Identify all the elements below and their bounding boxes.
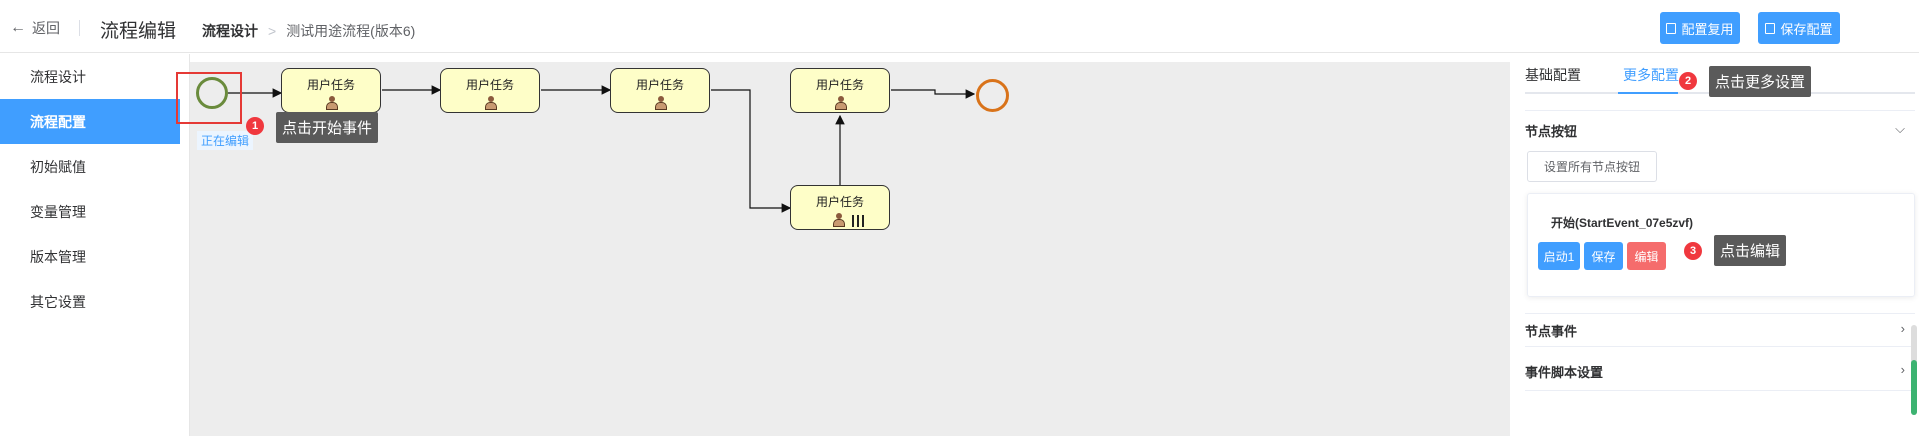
back-button[interactable]: ← 返回 — [10, 18, 60, 38]
section-divider — [1525, 313, 1915, 314]
back-label: 返回 — [32, 20, 60, 36]
tab-more-config[interactable]: 更多配置 — [1623, 67, 1679, 83]
event-script-header[interactable]: 事件脚本设置 › — [1525, 362, 1915, 381]
sidebar: 流程设计 流程配置 初始赋值 变量管理 版本管理 其它设置 — [0, 54, 180, 436]
save-config-button[interactable]: 保存配置 — [1758, 12, 1840, 44]
node-title: 开始(StartEvent_07e5zvf) — [1551, 216, 1694, 230]
editing-tag: 正在编辑 — [197, 131, 254, 150]
user-icon — [485, 96, 497, 110]
diagram-canvas[interactable] — [190, 62, 1510, 436]
breadcrumb: 流程设计 > 测试用途流程(版本6) — [202, 21, 415, 41]
sidebar-item-variable-management[interactable]: 变量管理 — [30, 203, 86, 220]
title-divider — [79, 20, 80, 36]
task-label: 用户任务 — [815, 78, 864, 92]
copy-icon — [1666, 22, 1677, 34]
arrow-left-icon: ← — [10, 19, 26, 36]
reuse-config-button[interactable]: 配置复用 — [1660, 12, 1740, 44]
callout-1-number: 1 — [246, 117, 264, 135]
task-label: 用户任务 — [815, 195, 864, 209]
sidebar-item-initial-assignment[interactable]: 初始赋值 — [30, 158, 86, 175]
task-label: 用户任务 — [635, 78, 684, 92]
user-icon — [655, 96, 667, 110]
sidebar-item-version-management[interactable]: 版本管理 — [30, 248, 86, 265]
sidebar-item-process-design[interactable]: 流程设计 — [30, 68, 86, 85]
user-task-5-multi-instance[interactable]: 用户任务 — [790, 185, 890, 230]
task-label: 用户任务 — [465, 78, 514, 92]
node-events-title: 节点事件 — [1525, 324, 1578, 339]
callout-2-text: 点击更多设置 — [1709, 66, 1812, 97]
breadcrumb-process-name: 测试用途流程(版本6) — [286, 23, 416, 39]
active-tab-indicator — [1618, 92, 1678, 94]
top-header: ← 返回 流程编辑 流程设计 > 测试用途流程(版本6) 配置复用 保存配置 — [0, 0, 1919, 53]
breadcrumb-current: 流程设计 — [202, 23, 258, 39]
save-config-label: 保存配置 — [1780, 21, 1833, 37]
event-script-title: 事件脚本设置 — [1525, 365, 1604, 380]
start-event-highlight — [176, 72, 242, 124]
canvas-top-strip — [190, 54, 1510, 62]
flow-task4-to-end — [891, 89, 976, 99]
reuse-config-label: 配置复用 — [1681, 21, 1734, 37]
section-divider — [1525, 390, 1915, 391]
sidebar-item-process-config[interactable]: 流程配置 — [0, 99, 180, 144]
tab-basic-config[interactable]: 基础配置 — [1525, 67, 1581, 83]
sidebar-divider — [189, 54, 190, 436]
user-icon — [835, 96, 847, 110]
parallel-multi-instance-icon — [852, 215, 864, 227]
end-event[interactable] — [976, 79, 1009, 112]
set-all-node-buttons-button[interactable]: 设置所有节点按钮 — [1527, 151, 1657, 182]
start-button[interactable]: 启动1 — [1538, 242, 1580, 270]
node-buttons-header[interactable]: 节点按钮 ⌵ — [1525, 121, 1915, 140]
save-button[interactable]: 保存 — [1584, 242, 1623, 270]
scrollbar-thumb[interactable] — [1911, 360, 1917, 415]
breadcrumb-separator: > — [268, 23, 277, 39]
section-divider — [1525, 110, 1915, 111]
node-buttons-title: 节点按钮 — [1525, 124, 1578, 139]
start-event[interactable] — [196, 77, 228, 109]
user-task-1[interactable]: 用户任务 — [281, 68, 381, 113]
user-task-4[interactable]: 用户任务 — [790, 68, 890, 113]
user-task-2[interactable]: 用户任务 — [440, 68, 540, 113]
node-events-header[interactable]: 节点事件 › — [1525, 321, 1915, 340]
callout-3-text: 点击编辑 — [1714, 235, 1787, 266]
sidebar-item-other-settings[interactable]: 其它设置 — [30, 293, 86, 310]
document-icon — [1765, 22, 1776, 34]
node-button-card — [1527, 193, 1915, 297]
callout-2-number: 2 — [1679, 72, 1697, 90]
callout-3-number: 3 — [1684, 242, 1702, 260]
task-label: 用户任务 — [306, 78, 355, 92]
page-title: 流程编辑 — [100, 21, 177, 42]
callout-1-text: 点击开始事件 — [276, 112, 379, 143]
chevron-down-icon: ⌵ — [1895, 121, 1905, 136]
chevron-right-icon: › — [1900, 321, 1905, 336]
user-icon — [326, 96, 338, 110]
flow-task3-to-task5 — [711, 89, 792, 213]
user-icon — [833, 213, 845, 227]
user-task-3[interactable]: 用户任务 — [610, 68, 710, 113]
edit-button[interactable]: 编辑 — [1627, 242, 1666, 270]
chevron-right-icon: › — [1900, 362, 1905, 377]
section-divider — [1525, 346, 1915, 347]
